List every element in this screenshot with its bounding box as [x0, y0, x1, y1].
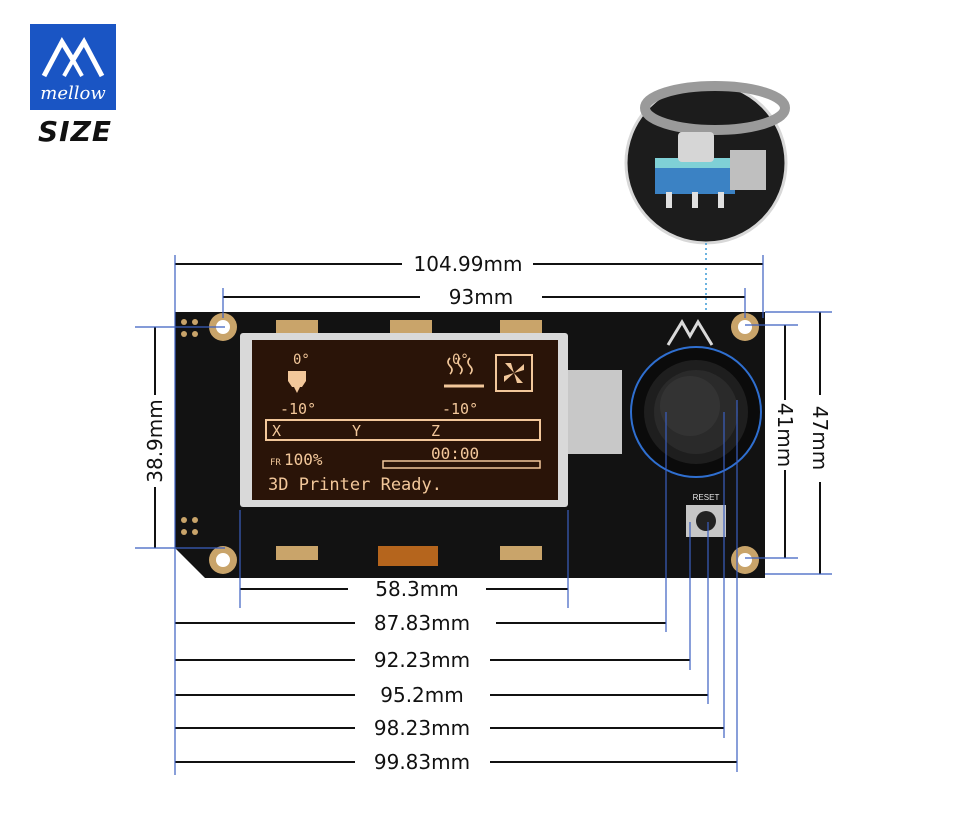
dim-92-23: 92.23mm [374, 648, 470, 672]
bed-temp: -10° [442, 400, 478, 418]
fan-icon [495, 354, 533, 392]
dim-98-23: 98.23mm [374, 716, 470, 740]
dim-lcd-width: 58.3mm [375, 577, 459, 601]
mellow-logo: mellow [30, 24, 116, 110]
dim-left-height: 38.9mm [143, 399, 167, 483]
dim-hole-spacing: 93mm [449, 285, 513, 309]
feedrate-value: 100% [284, 450, 323, 469]
nozzle-icon [288, 371, 306, 393]
board-mellow-icon [666, 319, 714, 346]
dim-right-inner-height: 41mm [773, 403, 797, 467]
dim-99-83: 99.83mm [374, 750, 470, 774]
mounting-hole [209, 546, 237, 574]
page-title: SIZE [38, 115, 113, 148]
axis-y: Y [352, 422, 361, 440]
dim-top-width: 104.99mm [414, 252, 523, 276]
status-message: 3D Printer Ready. [268, 475, 442, 495]
axis-z: Z [431, 422, 440, 440]
dim-right-outer-height: 47mm [808, 406, 832, 470]
nozzle-target-temp: 0° [293, 352, 310, 368]
dimension-lines [154, 263, 821, 763]
lcd-content: 0° -10° 0° -10° X Y Z FR 100% 00:00 [265, 352, 541, 495]
mellow-mark-icon [41, 36, 105, 78]
bed-target-temp: 0° [452, 352, 469, 368]
lcd-clips [276, 320, 542, 560]
elapsed-time: 00:00 [431, 444, 479, 463]
reset-button[interactable] [686, 505, 726, 537]
encoder-zoom-inset [624, 81, 790, 245]
extension-lines [135, 255, 832, 775]
dim-95-2: 95.2mm [380, 683, 464, 707]
lcd-flex-connector [568, 370, 622, 454]
nozzle-temp: -10° [280, 400, 316, 418]
progress-bar [382, 460, 541, 469]
feedrate-prefix: FR [270, 458, 281, 468]
reset-label: RESET [693, 493, 720, 502]
pad-cluster [181, 319, 198, 535]
axis-x: X [272, 422, 281, 440]
brand-name: mellow [40, 83, 106, 104]
rotary-encoder-knob[interactable] [630, 346, 762, 478]
mounting-hole [731, 546, 759, 574]
flex-cable [378, 546, 438, 566]
heated-bed-icon [444, 357, 484, 388]
axis-position-box [265, 419, 541, 441]
dim-encoder-center: 87.83mm [374, 611, 470, 635]
mounting-hole [731, 313, 759, 341]
